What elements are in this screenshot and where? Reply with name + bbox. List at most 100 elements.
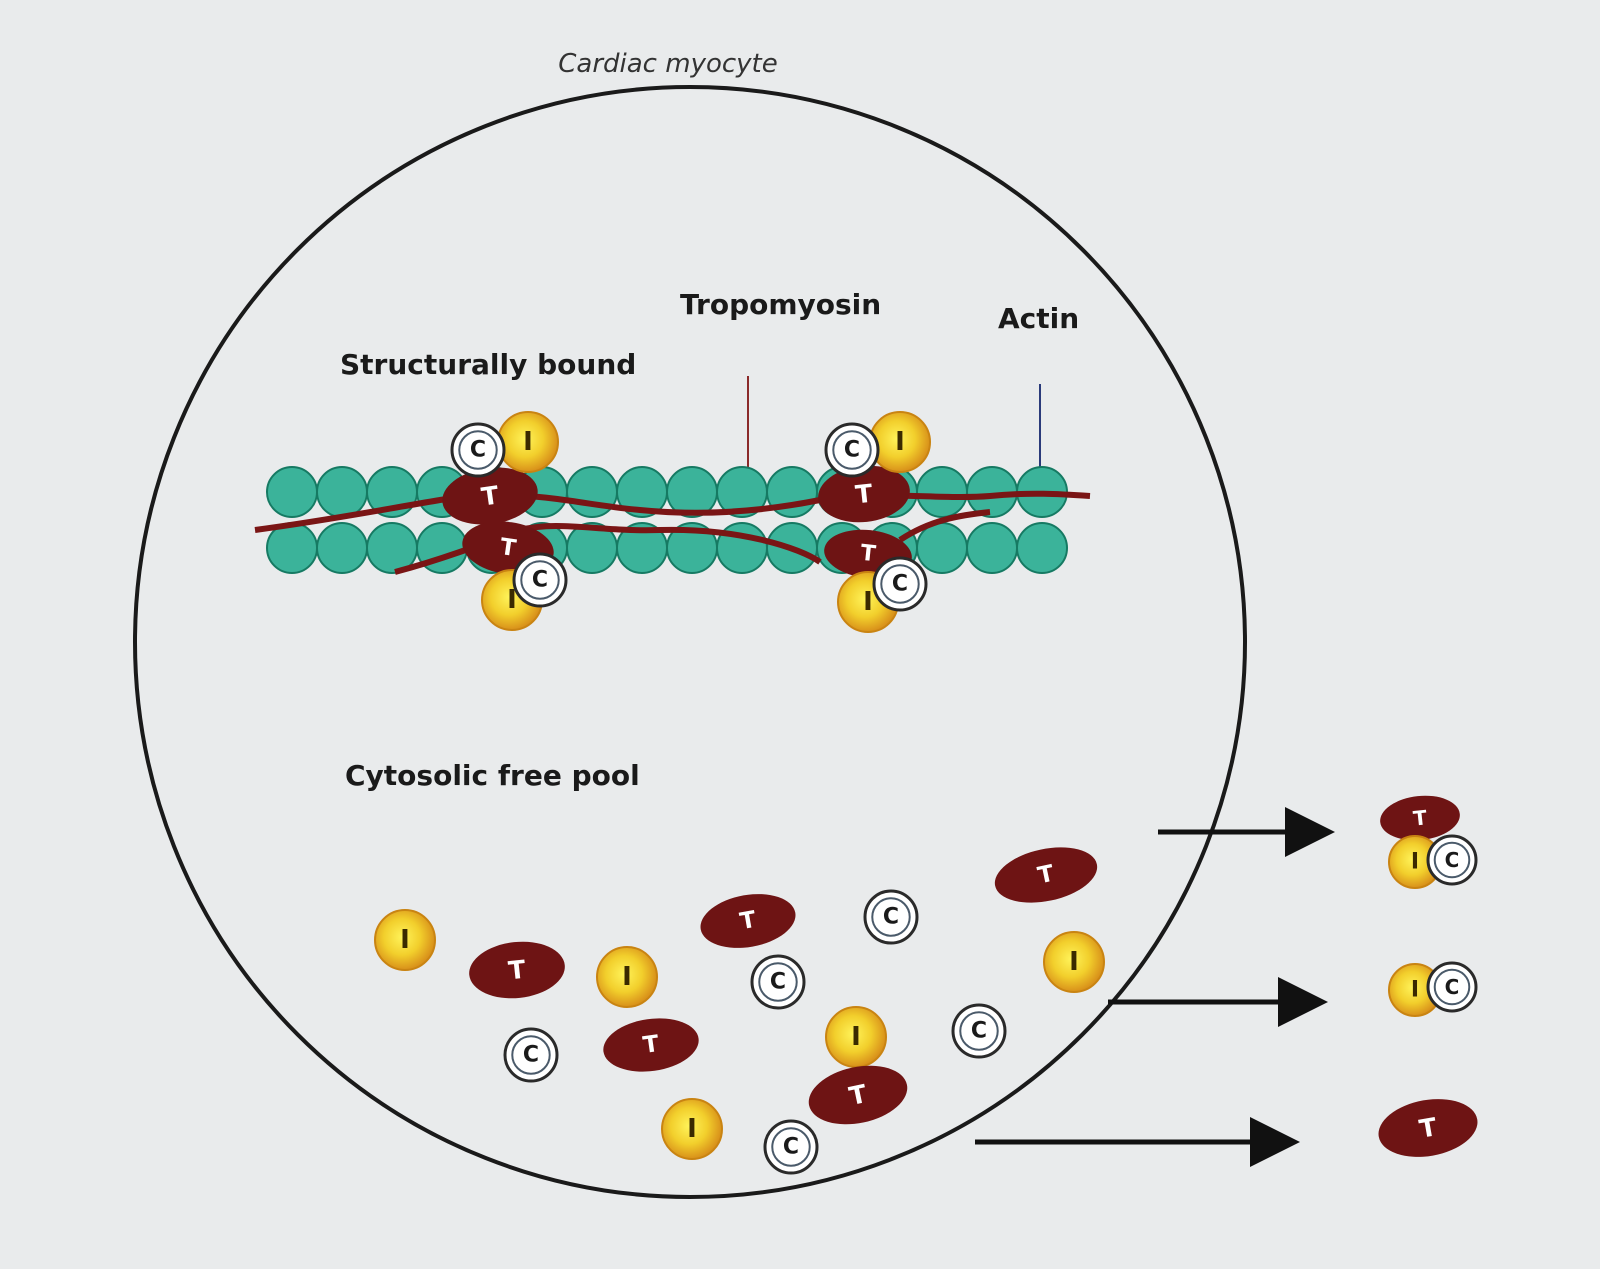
troponin-i-body (374, 909, 436, 971)
troponin-c-ring (511, 1035, 551, 1075)
troponin-c-ring (771, 1127, 811, 1167)
troponin-t: T (818, 465, 910, 523)
troponin-t: T (469, 941, 565, 999)
troponin-t: T (1378, 1099, 1478, 1157)
troponin-i-label: I (622, 962, 632, 992)
troponin-c-ring (880, 564, 920, 604)
troponin-t: T (808, 1065, 908, 1125)
troponin-t-body (469, 941, 565, 999)
troponin-c: C (503, 1027, 559, 1083)
label-actin: Actin (998, 302, 1079, 335)
troponin-c-label: C (1445, 975, 1460, 999)
troponin-t-label: T (738, 907, 758, 935)
troponin-i: I (1043, 931, 1105, 993)
troponin-c-label: C (770, 970, 786, 995)
troponin-i-label: I (507, 585, 517, 615)
troponin-c: C (450, 422, 506, 478)
troponin-c: C (872, 556, 928, 612)
troponin-c: C (1426, 834, 1478, 886)
troponin-t-label: T (847, 1079, 870, 1111)
troponin-i-body (1043, 931, 1105, 993)
troponin-i: I (596, 946, 658, 1008)
troponin-i: I (661, 1098, 723, 1160)
troponin-c-label: C (523, 1043, 539, 1068)
troponin-t-label: T (1412, 805, 1428, 830)
troponin-c: C (951, 1003, 1007, 1059)
actin-monomer (966, 522, 1018, 574)
troponin-t-label: T (859, 541, 877, 567)
troponin-t-body (442, 467, 538, 525)
troponin-t: T (442, 467, 538, 525)
troponin-i-label: I (400, 925, 410, 955)
troponin-c-ring (1433, 968, 1471, 1006)
troponin-i-label: I (523, 427, 533, 457)
troponin-c: C (863, 889, 919, 945)
troponin-i-label: I (1069, 947, 1079, 977)
troponin-i-label: I (863, 587, 873, 617)
diagram-title: Cardiac myocyte (558, 49, 778, 79)
troponin-i-body (661, 1098, 723, 1160)
troponin-t-label: T (854, 479, 874, 510)
troponin-t-body (808, 1065, 908, 1125)
troponin-i: I (497, 411, 559, 473)
actin-monomer (1016, 522, 1068, 574)
troponin-t-label: T (507, 955, 527, 986)
troponin-c-ring (1433, 841, 1471, 879)
tropomyosin-strand-lower (394, 509, 991, 575)
troponin-i-label: I (851, 1022, 861, 1052)
troponin-c-label: C (1445, 848, 1460, 872)
actin-monomer (916, 466, 968, 518)
troponin-t-body (1378, 1099, 1478, 1157)
troponin-t-label: T (480, 480, 501, 511)
label-tropomyosin: Tropomyosin (680, 288, 881, 321)
troponin-c-label: C (971, 1019, 987, 1044)
label-structurally-bound: Structurally bound (340, 348, 636, 381)
troponin-c-label: C (470, 438, 486, 463)
troponin-t-label: T (498, 534, 517, 562)
troponin-t-body (818, 465, 910, 523)
troponin-c-label: C (783, 1135, 799, 1160)
troponin-c-label: C (883, 905, 899, 930)
troponin-i-label: I (895, 427, 905, 457)
troponin-c-ring (832, 430, 872, 470)
tropomyosin-strand-upper (254, 490, 1091, 533)
troponin-c-ring (458, 430, 498, 470)
troponin-c-ring (871, 897, 911, 937)
troponin-t: T (1380, 795, 1460, 841)
troponin-c: C (750, 954, 806, 1010)
troponin-i-label: I (687, 1114, 697, 1144)
troponin-t-label: T (1417, 1112, 1439, 1144)
troponin-c-ring (520, 560, 560, 600)
troponin-i-label: I (1411, 978, 1419, 1003)
troponin-t: T (994, 847, 1098, 903)
troponin-t-body (1380, 795, 1460, 841)
actin-monomer (316, 522, 368, 574)
troponin-c-ring (758, 962, 798, 1002)
troponin-t-label: T (1036, 861, 1057, 890)
troponin-t-body (994, 847, 1098, 903)
troponin-c: C (1426, 961, 1478, 1013)
actin-monomer (916, 522, 968, 574)
actin-monomer (266, 522, 318, 574)
label-cytosolic-free-pool: Cytosolic free pool (345, 759, 640, 792)
troponin-i-label: I (1411, 850, 1419, 875)
actin-monomer (566, 466, 618, 518)
troponin-c: C (763, 1119, 819, 1175)
troponin-t-body (700, 894, 796, 948)
troponin-i: I (825, 1006, 887, 1068)
troponin-i: I (869, 411, 931, 473)
troponin-t-label: T (641, 1031, 660, 1059)
troponin-c-label: C (844, 438, 860, 463)
troponin-c-label: C (532, 568, 548, 593)
troponin-c: C (824, 422, 880, 478)
troponin-i: I (374, 909, 436, 971)
troponin-c: C (512, 552, 568, 608)
troponin-i-body (596, 946, 658, 1008)
actin-monomer (266, 466, 318, 518)
troponin-c-label: C (892, 572, 908, 597)
troponin-t-body (603, 1018, 699, 1072)
